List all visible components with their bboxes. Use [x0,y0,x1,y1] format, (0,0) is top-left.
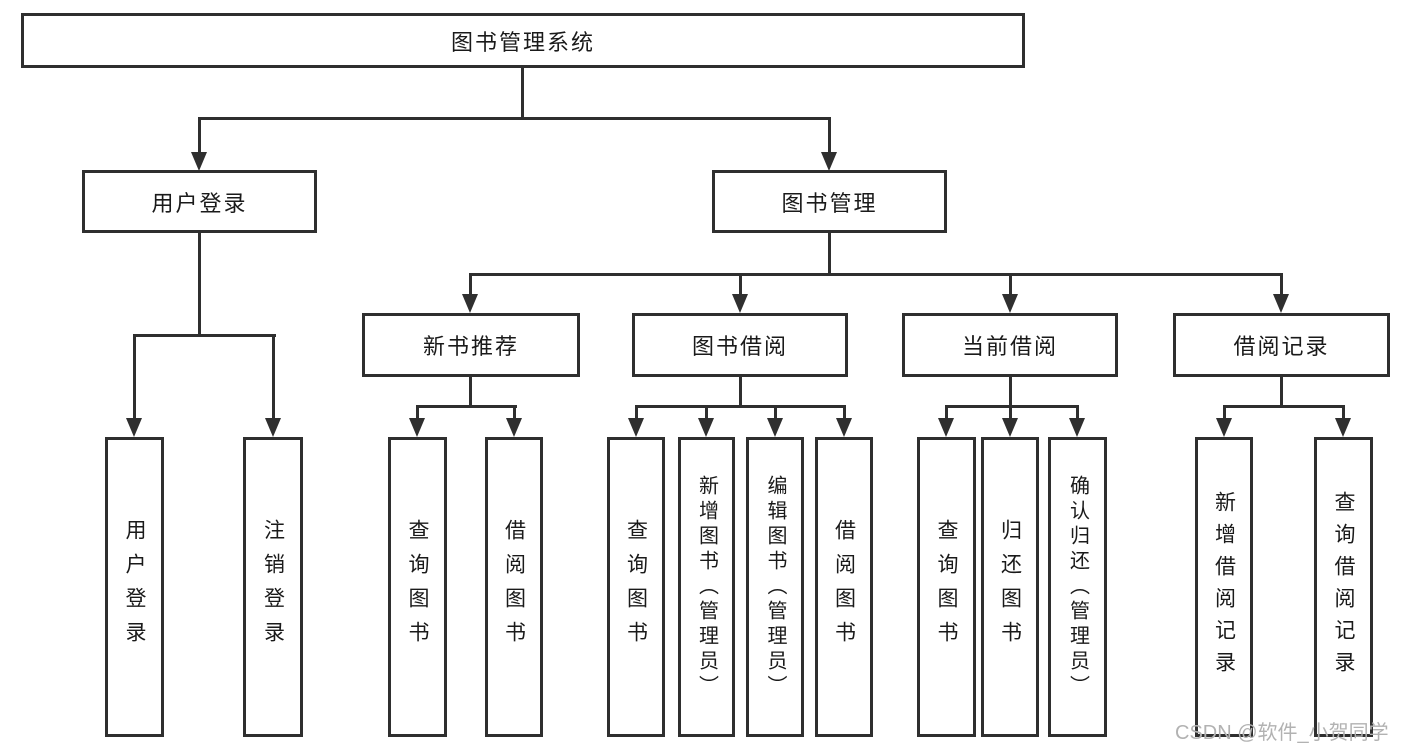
node-book-management: 图书管理 [712,170,947,233]
node-current-borrow-label: 当前借阅 [961,334,1058,359]
connector-line [1223,405,1226,422]
connector-line [774,405,777,422]
leaf-borrow-books-recommend-label: 借阅图书 [502,519,526,655]
leaf-edit-book-admin-label: 编辑图书（管理员） [764,474,786,700]
connector-line [705,405,708,422]
connector-arrowhead [1273,294,1289,313]
connector-line [469,273,472,297]
leaf-logout: 注销登录 [243,437,303,737]
leaf-return-book: 归还图书 [981,437,1039,737]
connector-arrowhead [1002,418,1018,437]
leaf-query-books-borrow-label: 查询图书 [624,519,648,655]
leaf-query-books-recommend: 查询图书 [388,437,447,737]
connector-line [1280,377,1283,408]
connector-arrowhead [506,418,522,437]
leaf-confirm-return-admin: 确认归还（管理员） [1048,437,1107,737]
connector-arrowhead [1069,418,1085,437]
connector-line [843,405,846,422]
connector-line [521,68,524,120]
connector-line [1076,405,1079,422]
leaf-confirm-return-admin-label: 确认归还（管理员） [1066,474,1089,700]
connector-arrowhead [1002,294,1018,313]
connector-line [739,377,742,408]
connector-line [198,117,831,120]
leaf-add-borrow-record-label: 新增借阅记录 [1212,491,1236,683]
leaf-query-books-borrow: 查询图书 [607,437,665,737]
leaf-query-books-current: 查询图书 [917,437,976,737]
leaf-user-login: 用户登录 [105,437,164,737]
connector-arrowhead [409,418,425,437]
leaf-add-book-admin: 新增图书（管理员） [678,437,735,737]
connector-line [198,233,201,337]
node-book-borrow: 图书借阅 [632,313,848,377]
node-borrow-records-label: 借阅记录 [1233,334,1330,359]
connector-arrowhead [126,418,142,437]
connector-arrowhead [821,152,837,171]
connector-arrowhead [1335,418,1351,437]
connector-line [416,405,419,422]
leaf-edit-book-admin: 编辑图书（管理员） [746,437,804,737]
connector-line [198,117,201,155]
node-library-system-label: 图书管理系统 [450,29,595,55]
leaf-borrow-books-borrow: 借阅图书 [815,437,873,737]
connector-line [133,334,136,422]
connector-line [1009,405,1012,422]
leaf-borrow-books-recommend: 借阅图书 [485,437,543,737]
node-borrow-records: 借阅记录 [1173,313,1390,377]
connector-line [469,377,472,408]
watermark: CSDN @软件_小贺同学 [1175,722,1389,744]
connector-line [1223,405,1345,408]
connector-line [469,273,1283,276]
node-user-login: 用户登录 [82,170,317,233]
leaf-return-book-label: 归还图书 [998,519,1022,655]
connector-arrowhead [732,294,748,313]
connector-arrowhead [698,418,714,437]
leaf-add-borrow-record: 新增借阅记录 [1195,437,1253,737]
connector-arrowhead [462,294,478,313]
node-user-login-label: 用户登录 [151,190,248,216]
connector-line [739,273,742,297]
connector-line [1009,273,1012,297]
leaf-query-books-recommend-label: 查询图书 [406,519,429,655]
connector-line [945,405,948,422]
leaf-query-borrow-record: 查询借阅记录 [1314,437,1373,737]
connector-line [1009,377,1012,408]
node-current-borrow: 当前借阅 [902,313,1118,377]
connector-line [133,334,276,337]
connector-line [513,405,516,422]
connector-line [635,405,846,408]
node-new-book-recommend-label: 新书推荐 [422,334,519,359]
node-book-management-label: 图书管理 [781,190,878,216]
leaf-borrow-books-borrow-label: 借阅图书 [832,519,856,655]
connector-line [828,117,831,155]
leaf-add-book-admin-label: 新增图书（管理员） [695,474,718,700]
connector-line [272,334,275,422]
connector-line [1280,273,1283,297]
connector-arrowhead [1216,418,1232,437]
connector-arrowhead [191,152,207,171]
connector-line [1342,405,1345,422]
node-book-borrow-label: 图书借阅 [691,334,788,359]
connector-arrowhead [836,418,852,437]
connector-line [828,233,831,276]
connector-arrowhead [938,418,954,437]
leaf-query-borrow-record-label: 查询借阅记录 [1332,491,1355,683]
node-library-system: 图书管理系统 [21,13,1025,68]
leaf-logout-label: 注销登录 [261,519,285,655]
connector-arrowhead [767,418,783,437]
leaf-user-login-label: 用户登录 [123,519,146,655]
leaf-query-books-current-label: 查询图书 [935,519,958,655]
connector-line [416,405,517,408]
connector-arrowhead [265,418,281,437]
node-new-book-recommend: 新书推荐 [362,313,580,377]
connector-line [945,405,1079,408]
connector-line [635,405,638,422]
connector-arrowhead [628,418,644,437]
